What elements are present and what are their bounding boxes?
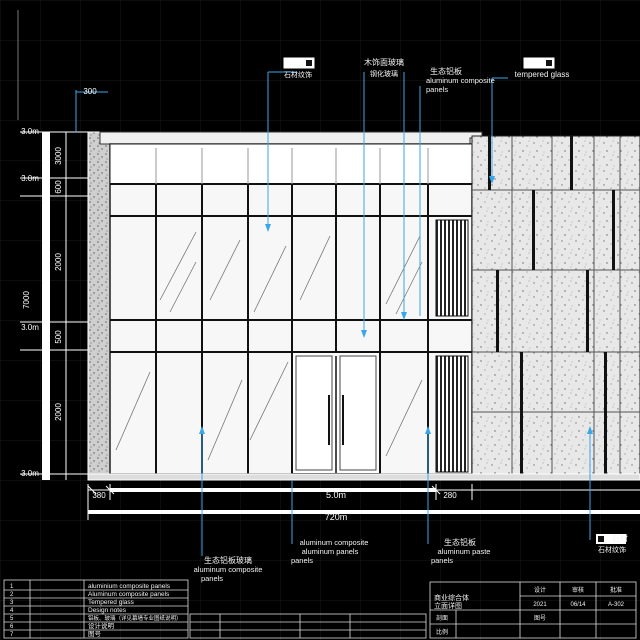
tb-right-value-1: 2021: [533, 602, 547, 608]
callout-top-mid-cn-1: 木饰面玻璃: [364, 57, 404, 67]
callout-bottom-far-left-en: aluminum composite: [194, 565, 263, 574]
tb-right-header-2: 审核: [572, 586, 584, 594]
tb-right-value-2: 06/14: [570, 602, 586, 608]
dim-left-1: 3000: [54, 147, 63, 165]
callout-bottom-right-cn: 石材: [612, 533, 628, 543]
bottom-total-bar: [88, 510, 640, 514]
dim-bottom-total: 720m: [325, 512, 348, 522]
tb-right-sheet: 立面详图: [434, 601, 462, 610]
callout-bottom-left-en-3: panels: [291, 556, 313, 565]
tb-left-code-1: 1: [10, 584, 14, 590]
tb-row-7: 图号: [88, 630, 102, 638]
tag-box-top-right: [523, 57, 555, 69]
tag-box-top-left: [283, 57, 315, 69]
transom-band: [109, 143, 473, 185]
callout-bottom-mid-cn: 生态铝板: [444, 537, 476, 547]
left-dimensions: [17, 10, 108, 480]
callout-bottom-mid-en-2: panels: [431, 556, 453, 565]
tb-right-header-1: 设计: [534, 586, 546, 594]
title-block-left: [3, 579, 427, 639]
dim-bottom-left: 380: [92, 491, 106, 500]
dim-left-2: 3.0m: [21, 174, 39, 183]
louver-lower: [435, 355, 469, 473]
tb-right-value-3: A-302: [608, 602, 625, 608]
tb-left-code-4: 4: [10, 608, 14, 614]
callout-bottom-far-left-cn: 生态铝板玻璃: [204, 555, 252, 565]
tag-box-bottom-right: [596, 534, 626, 544]
callout-top-mid-cn-2: 钢化玻璃: [370, 69, 398, 78]
dim-top-offset: 300: [83, 87, 97, 96]
tb-left-code-5: 5: [10, 616, 14, 622]
tb-right-note-2: 比例: [436, 628, 448, 636]
callout-top-right-cn: 生态铝板: [430, 66, 462, 76]
glass-reflections: [115, 231, 423, 461]
tb-left-code-3: 3: [10, 600, 14, 606]
dim-left-total: 7000: [22, 291, 31, 309]
tb-left-code-7: 7: [10, 632, 14, 638]
tb-row-5: 铝板、玻璃（详见幕墙专业图纸说明）: [88, 614, 182, 622]
stone-recesses: [488, 136, 615, 474]
callout-bottom-left-en-1: aluminum composite: [300, 538, 369, 547]
facade: [87, 131, 640, 481]
left-column: [87, 131, 111, 475]
stone-joints: [472, 136, 640, 474]
dim-left-4: 2000: [54, 253, 63, 271]
tb-right-note-1: 剖面: [436, 614, 448, 622]
dim-left-6: 3.0m: [21, 323, 39, 332]
title-block-right: [429, 581, 637, 639]
louver-upper: [435, 219, 469, 317]
dim-left-7: 2000: [54, 403, 63, 421]
dim-bottom-mid: 5.0m: [326, 490, 346, 500]
callout-leaders: [201, 71, 591, 556]
callout-bottom-right-tag: 石材纹饰: [598, 545, 626, 554]
tb-row-1: aluminium composite panels: [88, 583, 171, 590]
tb-row-4: Design notes: [88, 607, 127, 614]
dim-left-3: 600: [54, 180, 63, 194]
callout-top-left-tag: 石材纹饰: [284, 70, 312, 79]
dim-bottom-right: 280: [443, 491, 457, 500]
callout-bottom-mid-en-1: aluminum paste: [438, 547, 491, 556]
transom-mullions: [155, 148, 429, 184]
ground-line: [87, 473, 640, 481]
callout-top-right-en-1: aluminum composite: [426, 76, 495, 85]
dim-left-top: 3.0m: [21, 127, 39, 136]
tb-right-header-3: 批准: [610, 586, 622, 594]
tb-row-2: Aluminum composite panels: [88, 591, 170, 598]
bottom-dim-bar: [110, 488, 436, 492]
dim-left-bottom: 3.0m: [21, 469, 39, 478]
callout-top-far-right: tempered glass: [515, 70, 570, 79]
dim-left-5: 500: [54, 330, 63, 344]
tb-row-3: Tempered glass: [88, 599, 135, 606]
callout-bottom-left-en-2: aluminum panels: [302, 547, 359, 556]
callout-bottom-far-left-en2: panels: [201, 574, 223, 583]
tb-right-note-3: 图号: [534, 615, 546, 622]
callout-top-right-en-2: panels: [426, 85, 448, 94]
tb-left-code-6: 6: [10, 624, 14, 630]
tb-right-project: 商业综合体: [434, 593, 469, 602]
tb-left-code-2: 2: [10, 592, 14, 598]
canopy-slab: [99, 131, 483, 145]
tb-row-6: 设计说明: [88, 621, 115, 630]
callout-arrowheads: [199, 176, 593, 434]
